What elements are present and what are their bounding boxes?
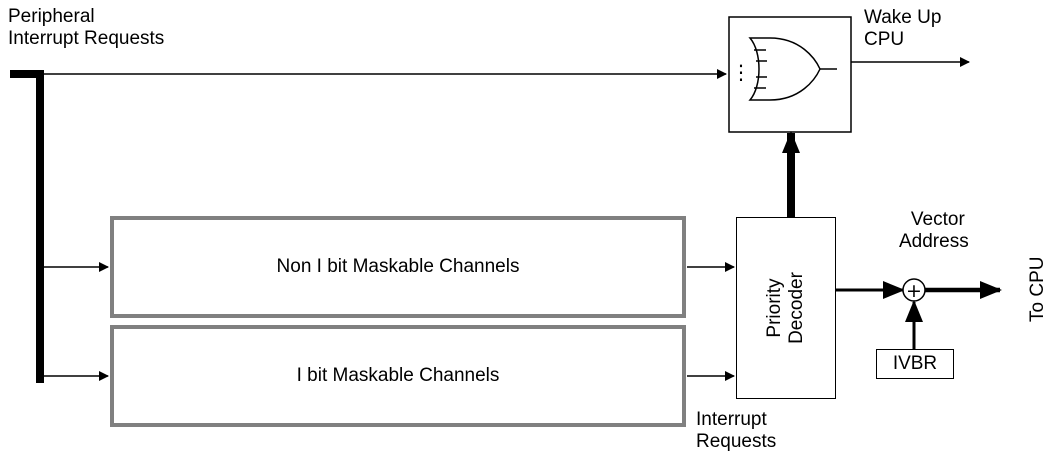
vector-label-line1: Vector [910,209,965,230]
peripheral-label-line2: Interrupt Requests [8,28,165,49]
wake-up-label-line2: CPU [864,29,905,50]
ivbr-box: IVBR [876,349,954,379]
priority-decoder-box: Priority Decoder [736,217,836,399]
to-cpu-label: To CPU [1027,256,1048,322]
priority-decoder-label-line1: Priority [764,278,785,338]
vector-label-line2: Address [899,231,969,252]
non-i-bit-maskable-channels-box: Non I bit Maskable Channels [110,216,686,318]
interrupt-bus [10,70,44,383]
ivbr-label: IVBR [892,353,938,374]
wake-up-label-line1: Wake Up [864,7,942,28]
priority-decoder-label: Priority Decoder [764,272,808,344]
adder-symbol: + [906,280,922,302]
interrupt-label-line2: Requests [696,431,777,452]
vector-address-label: Vector Address [899,209,969,253]
wake-up-cpu-label: Wake Up CPU [864,7,941,51]
interrupt-label-line1: Interrupt [696,409,767,430]
i-bit-maskable-channels-box: I bit Maskable Channels [110,325,686,427]
peripheral-interrupt-requests-label: Peripheral Interrupt Requests [8,6,164,50]
or-gate-icon [748,37,821,101]
peripheral-label-line1: Peripheral [8,6,95,27]
interrupt-requests-label: Interrupt Requests [696,409,776,453]
priority-decoder-label-line2: Decoder [786,272,807,344]
or-gate-ellipsis: ⋮ [731,60,751,84]
i-bit-maskable-channels-label: I bit Maskable Channels [296,365,500,386]
non-i-bit-maskable-channels-label: Non I bit Maskable Channels [276,256,520,277]
